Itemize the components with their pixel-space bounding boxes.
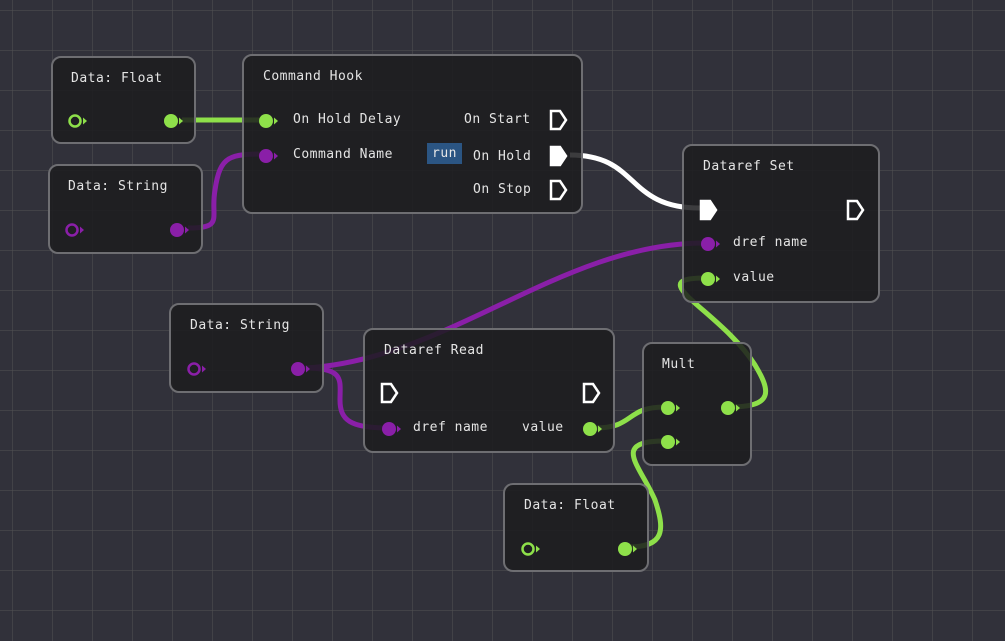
link-string-to-dref-set-name[interactable]	[304, 240, 706, 371]
node-title: Data: String	[190, 318, 290, 333]
float-output-pin-icon[interactable]	[163, 113, 185, 129]
node-command-hook[interactable]: Command Hook On Hold Delay Command Name …	[242, 54, 583, 214]
node-dataref-read[interactable]: Dataref Read dref name value	[363, 328, 615, 453]
on-stop-label: On Stop	[473, 182, 532, 197]
mult-input-2-pin-icon[interactable]	[660, 434, 682, 450]
link-onhold-to-dataref-set[interactable]	[569, 152, 701, 211]
mult-output-pin-icon[interactable]	[720, 400, 742, 416]
on-hold-exec-pin-icon[interactable]	[548, 144, 570, 168]
on-hold-label: On Hold	[473, 149, 532, 164]
value-output-pin-icon[interactable]	[582, 421, 604, 437]
command-name-value[interactable]: run	[427, 143, 462, 164]
node-dataref-set[interactable]: Dataref Set dref name value	[682, 144, 880, 303]
string-output-pin-icon[interactable]	[169, 222, 191, 238]
on-start-exec-pin-icon[interactable]	[548, 108, 570, 132]
link-string-to-dref-read-name[interactable]	[304, 365, 389, 431]
string-hollow-pin-icon[interactable]	[186, 361, 208, 377]
string-output-pin-icon[interactable]	[290, 361, 312, 377]
node-data-string-2[interactable]: Data: String	[169, 303, 324, 393]
exec-input-pin-icon[interactable]	[379, 381, 401, 405]
exec-output-pin-icon[interactable]	[845, 198, 867, 222]
node-data-float[interactable]: Data: Float	[51, 56, 196, 144]
node-title: Data: Float	[524, 498, 616, 513]
dref-name-label: dref name	[733, 235, 808, 250]
node-title: Dataref Set	[703, 159, 795, 174]
link-string-to-command-name[interactable]	[187, 151, 267, 231]
exec-output-pin-icon[interactable]	[581, 381, 603, 405]
on-hold-delay-label: On Hold Delay	[293, 112, 402, 127]
command-name-label: Command Name	[293, 147, 393, 162]
on-start-label: On Start	[464, 112, 531, 127]
link-float-to-mult-in2[interactable]	[627, 438, 666, 550]
node-title: Data: String	[68, 179, 168, 194]
on-hold-delay-pin-icon[interactable]	[258, 113, 280, 129]
exec-input-pin-icon[interactable]	[698, 198, 720, 222]
dref-name-label: dref name	[413, 420, 488, 435]
value-pin-icon[interactable]	[700, 271, 722, 287]
float-hollow-pin-icon[interactable]	[520, 541, 542, 557]
node-title: Data: Float	[71, 71, 163, 86]
float-output-pin-icon[interactable]	[617, 541, 639, 557]
on-stop-exec-pin-icon[interactable]	[548, 178, 570, 202]
dref-name-pin-icon[interactable]	[700, 236, 722, 252]
node-data-float-2[interactable]: Data: Float	[503, 483, 649, 572]
dref-name-pin-icon[interactable]	[381, 421, 403, 437]
mult-input-1-pin-icon[interactable]	[660, 400, 682, 416]
string-hollow-pin-icon[interactable]	[64, 222, 86, 238]
value-label: value	[733, 270, 775, 285]
node-title: Dataref Read	[384, 343, 484, 358]
node-title: Mult	[662, 357, 696, 372]
node-data-string[interactable]: Data: String	[48, 164, 203, 254]
float-hollow-pin-icon[interactable]	[67, 113, 89, 129]
command-name-pin-icon[interactable]	[258, 148, 280, 164]
node-title: Command Hook	[263, 69, 363, 84]
value-label: value	[522, 420, 564, 435]
node-mult[interactable]: Mult	[642, 342, 752, 466]
